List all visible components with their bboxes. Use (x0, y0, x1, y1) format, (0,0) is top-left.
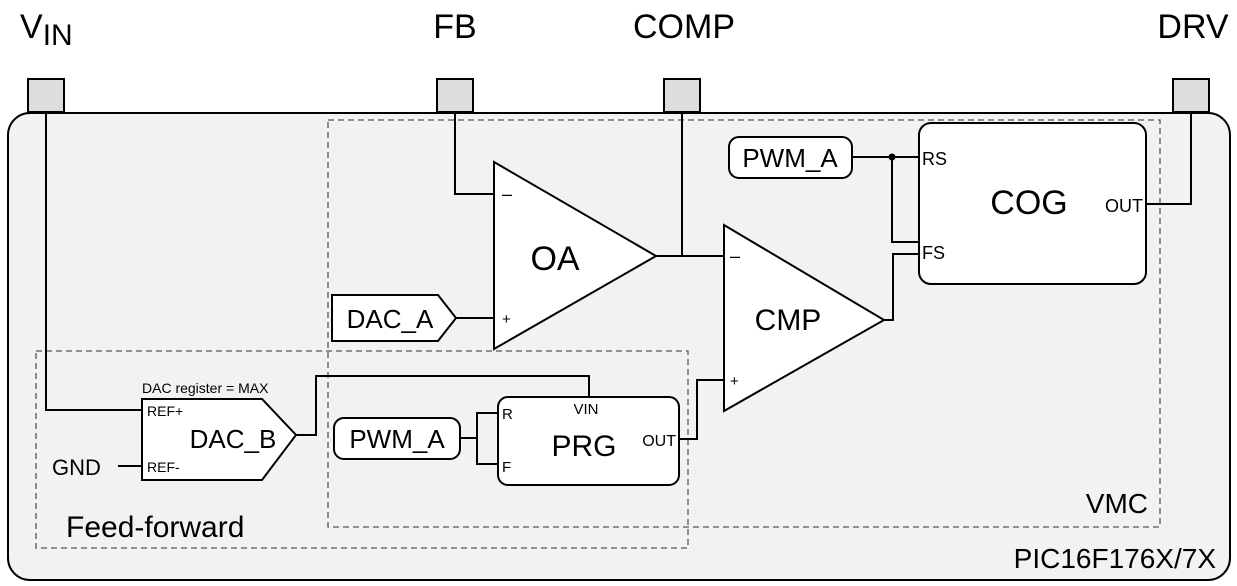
cog-rs-label: RS (922, 149, 947, 169)
vin-pin-label: VIN (20, 8, 73, 52)
cmp-comparator (723, 223, 886, 413)
oa-amplifier (493, 160, 659, 351)
dac-b-register-note: DAC register = MAX (142, 380, 269, 396)
dac-b-block (141, 398, 298, 481)
gnd-label: GND (52, 455, 101, 480)
comp-pin-pad (663, 78, 701, 113)
chip-label: PIC16F176X/7X (1014, 543, 1217, 574)
dac-b-label: DAC_B (190, 424, 277, 454)
pwm-a-bottom-label: PWM_A (349, 424, 445, 454)
dac-b-ref-plus: REF+ (147, 403, 183, 419)
prg-block (497, 396, 680, 486)
junction-dot (888, 153, 896, 161)
fb-pin-pad (436, 78, 474, 113)
cmp-minus: – (730, 246, 740, 266)
prg-vin-label: VIN (573, 401, 598, 418)
pwm-a-top-label: PWM_A (742, 143, 838, 173)
prg-r-label: R (502, 406, 513, 423)
oa-label: OA (530, 240, 579, 278)
pwm-a-top-block (728, 136, 853, 179)
dac-a-block (331, 294, 458, 342)
cog-fs-label: FS (922, 243, 945, 263)
prg-out-label: OUT (642, 433, 676, 450)
vin-pin-pad (27, 78, 65, 113)
dac-b-ref-minus: REF- (147, 459, 180, 475)
cog-out-label: OUT (1105, 196, 1143, 216)
comp-pin-label: COMP (633, 8, 735, 46)
cmp-plus: + (730, 373, 739, 390)
feed-forward-region (35, 350, 689, 549)
vmc-region-label: VMC (1086, 488, 1148, 519)
oa-plus: + (502, 311, 511, 328)
pwm-a-bottom-block (333, 417, 461, 460)
drv-pin-pad (1172, 78, 1210, 113)
dac-a-label: DAC_A (347, 304, 434, 334)
vmc-region (327, 119, 1161, 528)
feed-forward-label: Feed-forward (66, 511, 244, 544)
prg-label: PRG (551, 430, 616, 463)
oa-minus: – (502, 184, 512, 204)
cog-block (918, 122, 1147, 285)
drv-pin-label: DRV (1157, 8, 1228, 46)
fb-pin-label: FB (433, 8, 476, 46)
cmp-label: CMP (755, 304, 822, 337)
prg-f-label: F (502, 459, 511, 476)
wires (45, 112, 1192, 467)
cog-label: COG (990, 184, 1067, 222)
